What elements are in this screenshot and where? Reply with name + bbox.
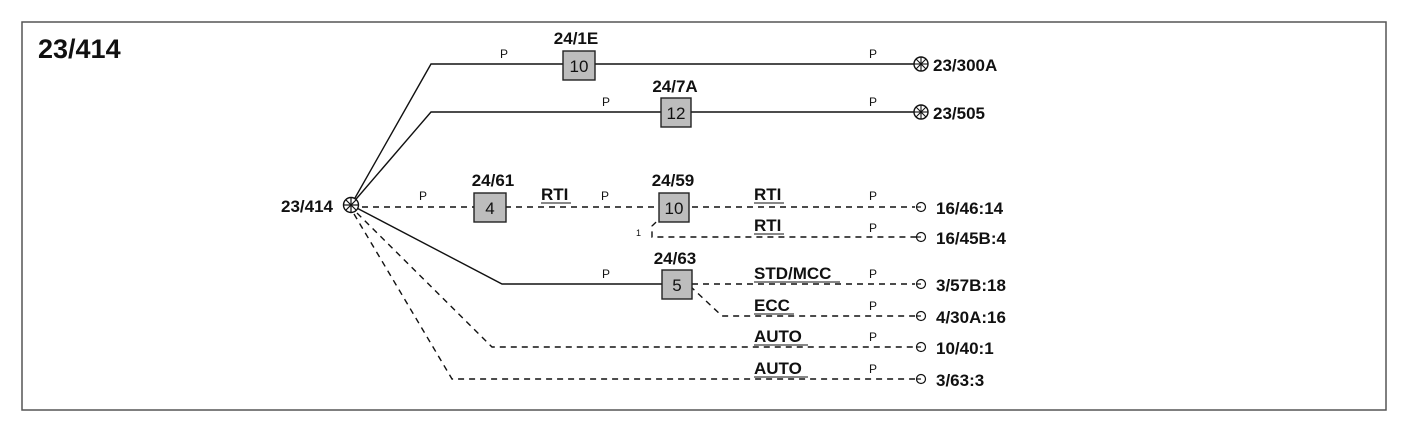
diagram-title: 23/414	[38, 34, 121, 64]
connector-box	[660, 97, 692, 128]
wire-23-505	[350, 111, 920, 206]
wire-label-ecc: ECC	[754, 296, 790, 315]
wire-color-label: P	[869, 189, 877, 203]
wire-to-24-63	[350, 204, 662, 285]
wire-color-label: P	[602, 95, 610, 109]
destination-label: 23/505	[933, 104, 985, 123]
destination-label: 3/63:3	[936, 371, 984, 390]
connector-pin: 10	[570, 57, 589, 76]
wire-label-rti: RTI	[754, 185, 781, 204]
destination-label: 3/57B:18	[936, 276, 1006, 295]
destination-label: 16/46:14	[936, 199, 1004, 218]
terminal-icon	[915, 231, 927, 243]
wire-color-label: P	[869, 267, 877, 281]
source-splice-icon	[342, 196, 360, 214]
destination-label: 23/300A	[933, 56, 997, 75]
terminal-icon	[915, 201, 927, 213]
connector-name: 24/63	[654, 249, 697, 268]
terminal-icon	[915, 341, 927, 353]
wire-color-label: P	[869, 47, 877, 61]
destination-label: 4/30A:16	[936, 308, 1006, 327]
wire-label-rti: RTI	[541, 185, 568, 204]
wire-color-label: P	[869, 299, 877, 313]
connector-pin: 4	[485, 199, 494, 218]
wire-label-std-mcc: STD/MCC	[754, 264, 831, 283]
wire-color-label: P	[869, 95, 877, 109]
diagram-frame	[21, 21, 1387, 411]
wire-color-label: P	[500, 47, 508, 61]
connector-name: 24/59	[652, 171, 695, 190]
wire-color-label: P	[602, 267, 610, 281]
wire-color-label: P	[869, 330, 877, 344]
wire-color-label: P	[601, 189, 609, 203]
connector-pin: 5	[672, 276, 681, 295]
connector-name: 24/1E	[554, 29, 598, 48]
connector-box	[661, 269, 693, 300]
source-label: 23/414	[281, 197, 334, 216]
connector-box	[658, 192, 690, 223]
connector-pin: 12	[667, 104, 686, 123]
connector-name: 24/7A	[652, 77, 697, 96]
wire-label-auto: AUTO	[754, 327, 802, 346]
connector-pin: 10	[665, 199, 684, 218]
wire-label-one: 1	[636, 228, 641, 238]
wire-color-label: P	[869, 221, 877, 235]
wire-label-auto: AUTO	[754, 359, 802, 378]
wire-3-63-3	[353, 213, 915, 380]
connector-box	[473, 192, 507, 223]
terminal-icon	[915, 278, 927, 290]
destination-label: 10/40:1	[936, 339, 994, 358]
connector-box	[562, 50, 596, 81]
terminal-icon	[915, 373, 927, 385]
splice-icon	[913, 56, 929, 72]
connector-name: 24/61	[472, 171, 515, 190]
wire-color-label: P	[419, 189, 427, 203]
wire-23-300A	[350, 63, 920, 206]
wire-label-rti: RTI	[754, 216, 781, 235]
wire-4-30A-16	[689, 285, 915, 317]
wire-10-40-1	[356, 212, 915, 348]
splice-icon	[913, 104, 929, 120]
terminal-icon	[915, 310, 927, 322]
destination-label: 16/45B:4	[936, 229, 1006, 248]
wire-color-label: P	[869, 362, 877, 376]
